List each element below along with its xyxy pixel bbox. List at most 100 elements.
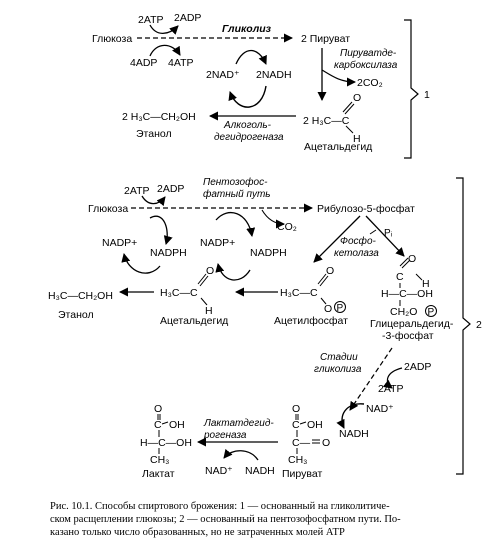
- nadp-plus-1: NADP+: [102, 237, 137, 249]
- ald2-h: H: [205, 305, 213, 317]
- pyruvate-label: 2 Пируват: [301, 33, 350, 45]
- adp4-label: 4ADP: [130, 57, 157, 69]
- adp2-label: 2ADP: [157, 183, 184, 195]
- ethanol-formula-2: H₃C—CH₂OH: [48, 290, 113, 302]
- pi-tick: [369, 229, 377, 235]
- gap-label-1: Глицеральдегид-: [370, 318, 454, 330]
- nadp-plus-2: NADP+: [200, 237, 235, 249]
- ald2-co-bond-2: [197, 273, 207, 285]
- nadph-curve-2: [215, 263, 251, 281]
- gap-co-bond-2: [399, 257, 409, 267]
- nadh-nad-curve: [223, 448, 259, 461]
- o-atom: O: [353, 92, 361, 104]
- ald2-co-bond-1: [199, 275, 209, 287]
- atp-label: 2ATP: [138, 14, 163, 26]
- nad-nadh-curve: [336, 403, 365, 429]
- carbonyl-bond-2: [342, 101, 353, 113]
- ribulose-label: Рибулозо-5-фосфат: [317, 203, 415, 215]
- acetaldehyde-label-2: Ацетальдегид: [160, 315, 228, 327]
- nadp-curve-1: [149, 215, 173, 245]
- glycolysis-title: Гликолиз: [222, 23, 272, 35]
- pi-label: Pᵢ: [384, 228, 393, 239]
- nadh-b: NADH: [245, 465, 275, 477]
- pyruvate-ch3: CH₃: [288, 454, 307, 466]
- gap-hcoh: H—C—OH: [381, 288, 433, 300]
- decarboxylase-line1: Пируватде-: [340, 48, 397, 59]
- scheme-2: 2ATP 2ADP Пентозофос- фатный путь Глюкоз…: [48, 176, 482, 480]
- pyr-oh-bond: [299, 421, 307, 425]
- co2-arrow-2: [261, 209, 285, 229]
- lac-oh-bond: [161, 421, 169, 425]
- ribulose-to-acetylphosphate-arrow: [313, 215, 361, 263]
- acetylphosphate-formula: H₃C—C: [280, 287, 318, 299]
- glucose-label: Глюкоза: [92, 33, 132, 45]
- acetylphosphate-label: Ацетилфосфат: [274, 315, 348, 327]
- acetaldehyde-formula: 2 H₃C—C: [303, 115, 350, 127]
- gap-c: C: [396, 271, 404, 283]
- nad-plus-b: NAD⁺: [205, 465, 233, 477]
- caption-line-1: Рис. 10.1. Способы спиртового брожения: …: [50, 501, 390, 512]
- gap-co-bond-1: [401, 259, 411, 269]
- ethanol-label: Этанол: [136, 128, 172, 140]
- phosphate-circle-1: [334, 301, 346, 313]
- pyruvate-c1: C: [292, 419, 300, 431]
- acp-co-bond-2: [317, 273, 327, 285]
- co2-label-2: CO₂: [277, 221, 297, 233]
- pyruvate-o-2: O: [322, 437, 330, 449]
- ethanol-formula: 2 H₃C—CH₂OH: [122, 111, 196, 123]
- lactate-c1: C: [154, 419, 162, 431]
- nadph-2: NADPH: [250, 247, 287, 259]
- acetaldehyde-formula-2: H₃C—C: [160, 287, 198, 299]
- decarboxylase-line2: карбоксилаза: [334, 59, 398, 71]
- h-atom: H: [353, 133, 361, 145]
- glucose-label-2: Глюкоза: [88, 203, 128, 215]
- acp-co-bond-1: [319, 275, 329, 287]
- co2-label: 2CO₂: [357, 77, 383, 89]
- ribulose-to-gap-arrow: [365, 215, 405, 257]
- pathway-line2: фатный путь: [203, 188, 271, 200]
- acp-o-top: O: [326, 265, 334, 277]
- gap-ch-bond: [415, 273, 423, 281]
- ald2-ch-bond: [200, 297, 208, 306]
- atp2-label: 2ATP: [124, 185, 149, 197]
- pyruvate-oh: OH: [307, 419, 323, 431]
- phosphoketolase-line1: Фосфо-: [340, 235, 377, 247]
- nadh-label-2: NADH: [339, 428, 369, 440]
- acp-o: O: [324, 303, 332, 315]
- nad-label: 2NAD⁺: [206, 69, 240, 81]
- adp-atp-curve-2: [382, 367, 403, 389]
- nadph-1: NADPH: [150, 247, 187, 259]
- scheme-1-number: 1: [424, 89, 430, 101]
- brace-1: [404, 19, 419, 159]
- atp4-label: 4ATP: [168, 57, 193, 69]
- gap-o: O: [408, 253, 416, 265]
- figure-caption: Рис. 10.1. Способы спиртового брожения: …: [50, 500, 470, 539]
- nadh-lower-curve: [228, 85, 267, 108]
- co2-release-arrow: [321, 69, 356, 87]
- lactate-label: Лактат: [142, 468, 175, 480]
- adp-label: 2ADP: [174, 12, 201, 24]
- nad-upper-curve: [235, 49, 267, 65]
- lactate-hcoh: H—C—OH: [140, 437, 192, 449]
- acetaldehyde-label: Ацетальдегид: [304, 141, 372, 153]
- phosphate-circle-2: [425, 305, 437, 317]
- adp-atp-curve: [149, 44, 181, 57]
- nad-plus-label: NAD⁺: [366, 403, 394, 415]
- atp-adp-curve: [149, 24, 179, 35]
- phosphoketolase-line2: кетолаза: [334, 248, 379, 259]
- lactate-o: O: [154, 403, 162, 415]
- carbonyl-bond-1: [344, 103, 355, 115]
- scheme-2-number: 2: [476, 319, 482, 331]
- nadp-curve-2: [215, 211, 256, 237]
- lactate-ch3: CH₃: [150, 454, 169, 466]
- brace-2: [456, 177, 471, 475]
- stages-line1: Стадии: [320, 352, 358, 363]
- pyruvate-label-2: Пируват: [282, 468, 322, 480]
- lactate-oh: OH: [169, 419, 185, 431]
- acp-o-bond: [320, 297, 327, 305]
- ldh-line1: Лактатдегид-: [203, 418, 274, 429]
- phosphate-p-2: P: [428, 307, 435, 318]
- phosphate-p-1: P: [337, 303, 344, 314]
- ald2-o: O: [206, 265, 214, 277]
